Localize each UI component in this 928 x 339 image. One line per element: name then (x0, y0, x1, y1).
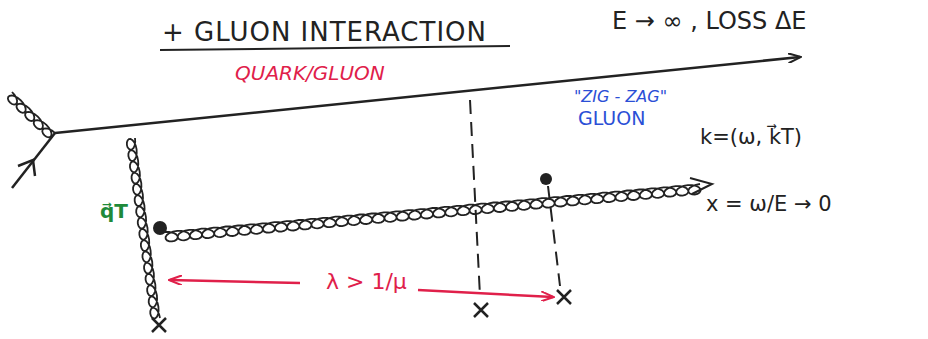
momentum-label: k=(ω, k⃗T) (700, 126, 802, 149)
vertex-dot (153, 221, 167, 235)
mean-free-path-label: λ > 1/μ (322, 270, 411, 294)
fraction-label: x = ω/E → 0 (706, 193, 832, 216)
transfer-label: q⃗T (100, 200, 128, 222)
lambda-arrow (170, 280, 300, 283)
gluon-arrowhead (690, 178, 712, 194)
zig-zag-label: "ZIG - ZAG" (574, 88, 667, 106)
vertex-dot (540, 173, 552, 185)
quark-line (55, 57, 800, 133)
gluon-coils (8, 92, 701, 319)
dashed-line (470, 100, 480, 296)
incoming-quark (12, 133, 55, 188)
gluon-coil (8, 92, 55, 137)
quark-gluon-label: QUARK/GLUON (235, 62, 385, 84)
lambda-arrow (418, 290, 553, 297)
scattering-centers (152, 290, 571, 332)
energy-label: E → ∞ , LOSS ΔE (612, 8, 807, 34)
title-underline (160, 46, 510, 50)
quark-arrowhead (18, 160, 35, 176)
gluon-label: GLUON (578, 108, 645, 129)
title: + GLUON INTERACTION (162, 18, 487, 47)
gluon-coil (165, 184, 701, 241)
